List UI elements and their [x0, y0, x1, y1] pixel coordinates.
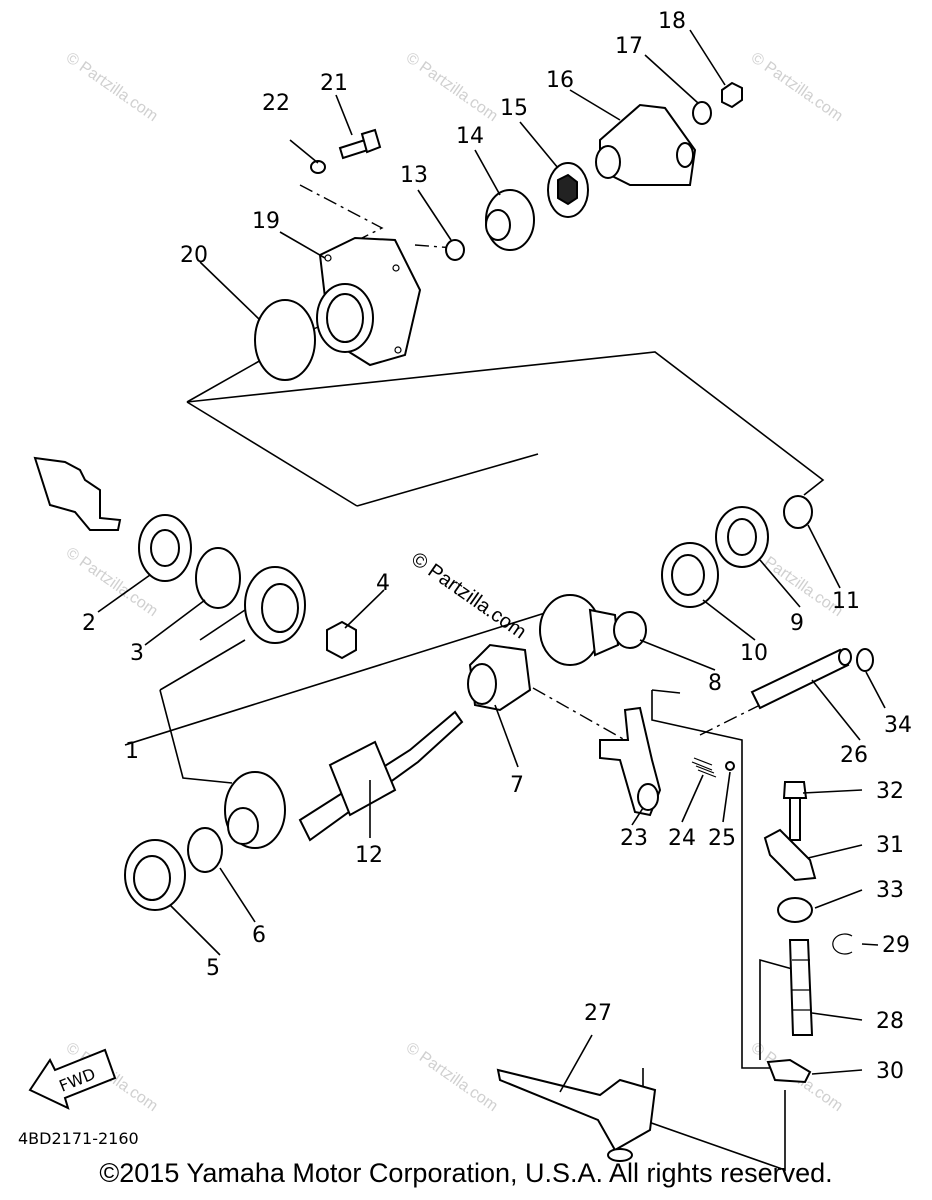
part-25-ball-shape: [725, 761, 735, 771]
label-part-26: 26: [840, 743, 868, 768]
leader-lines: [97, 29, 886, 1093]
part-12-shaft-shape: [298, 710, 464, 842]
watermarks: © Partzilla.com © Partzilla.com © Partzi…: [63, 49, 846, 1115]
label-part-30: 30: [876, 1059, 904, 1084]
label-part-5: 5: [206, 956, 220, 981]
label-part-15: 15: [500, 96, 528, 121]
label-part-6: 6: [252, 923, 266, 948]
label-part-32: 32: [876, 779, 904, 804]
part-13-washer-shape: [445, 239, 465, 261]
part-7-coupling-shape: [467, 643, 532, 712]
watermark: © Partzilla.com: [748, 49, 846, 125]
label-part-3: 3: [130, 641, 144, 666]
label-part-34: 34: [884, 713, 912, 738]
label-part-24: 24: [668, 826, 696, 851]
label-part-20: 20: [180, 243, 208, 268]
watermark: © Partzilla.com: [403, 49, 501, 125]
label-part-16: 16: [546, 68, 574, 93]
part-17-washer-shape: [692, 101, 712, 125]
pinion-gear-shape: [224, 771, 286, 849]
label-part-28: 28: [876, 1009, 904, 1034]
part-24-spring-shape: [691, 757, 717, 778]
part-33-washer-shape: [777, 897, 813, 923]
label-part-8: 8: [708, 671, 722, 696]
part-16-yoke-shape: [595, 103, 697, 186]
part-19-housing-shape: [316, 236, 422, 367]
watermark: © Partzilla.com: [403, 1039, 501, 1115]
part-8-shim-shape: [613, 611, 647, 649]
part-14-bearing-shape: [485, 189, 535, 251]
part-32-bolt-shape: [782, 781, 808, 841]
label-part-33: 33: [876, 878, 904, 903]
part-1-gear-shape: [244, 566, 306, 644]
part-labels: 1 2 3 4 5 6 7 8 9 10 11 12 13 14 15 16 1…: [82, 9, 912, 1084]
part-30-plate-shape: [766, 1058, 812, 1084]
part-shapes: FWD 4BD2171-2160: [18, 81, 874, 1162]
part-26-shaft-shape: [750, 648, 852, 710]
label-part-7: 7: [510, 773, 524, 798]
label-part-17: 17: [615, 34, 643, 59]
label-part-21: 21: [320, 71, 348, 96]
part-20-gasket-shape: [254, 299, 316, 381]
label-part-18: 18: [658, 9, 686, 34]
watermark-center: © Partzilla.com: [407, 548, 530, 643]
label-part-22: 22: [262, 91, 290, 116]
diagram-code: 4BD2171-2160: [18, 1129, 139, 1148]
part-31-arm-shape: [763, 828, 817, 882]
label-part-25: 25: [708, 826, 736, 851]
part-21-bolt-shape: [338, 128, 382, 160]
part-10-ring-nut-shape: [661, 542, 719, 608]
label-part-23: 23: [620, 826, 648, 851]
part-3-shim-shape: [195, 547, 241, 609]
part-27-shaft-shape: [496, 1068, 657, 1162]
part-23-fork-shape: [599, 706, 662, 817]
label-part-4: 4: [376, 571, 390, 596]
part-29-clip-shape: [832, 933, 853, 955]
part-11-ring-shape: [783, 495, 813, 529]
label-part-27: 27: [584, 1001, 612, 1026]
middle-gear-shape: [539, 594, 620, 666]
label-part-10: 10: [740, 641, 768, 666]
fwd-arrow-icon: FWD: [28, 1048, 117, 1110]
label-part-14: 14: [456, 124, 484, 149]
copyright-notice: ©2015 Yamaha Motor Corporation, U.S.A. A…: [99, 1158, 833, 1188]
part-15-seal-shape: [547, 162, 589, 218]
part-22-washer-shape: [310, 160, 326, 174]
output-shaft-shape: [33, 456, 122, 531]
label-part-2: 2: [82, 611, 96, 636]
watermark: © Partzilla.com: [63, 49, 161, 125]
label-part-19: 19: [252, 209, 280, 234]
label-part-13: 13: [400, 163, 428, 188]
label-part-31: 31: [876, 833, 904, 858]
label-part-9: 9: [790, 611, 804, 636]
part-6-shim-shape: [187, 827, 223, 873]
part-5-bearing-shape: [124, 839, 186, 911]
part-34-oring-shape: [856, 648, 874, 672]
part-28-rod-shape: [788, 939, 814, 1036]
label-part-1: 1: [125, 739, 139, 764]
label-part-11: 11: [832, 589, 860, 614]
part-9-seal-shape: [715, 506, 769, 568]
part-4-nut-shape: [326, 620, 357, 660]
part-18-nut-shape: [721, 81, 743, 109]
label-part-29: 29: [882, 933, 910, 958]
part-2-bearing-shape: [138, 514, 192, 582]
label-part-12: 12: [355, 843, 383, 868]
assembly-lines: [124, 351, 825, 1172]
